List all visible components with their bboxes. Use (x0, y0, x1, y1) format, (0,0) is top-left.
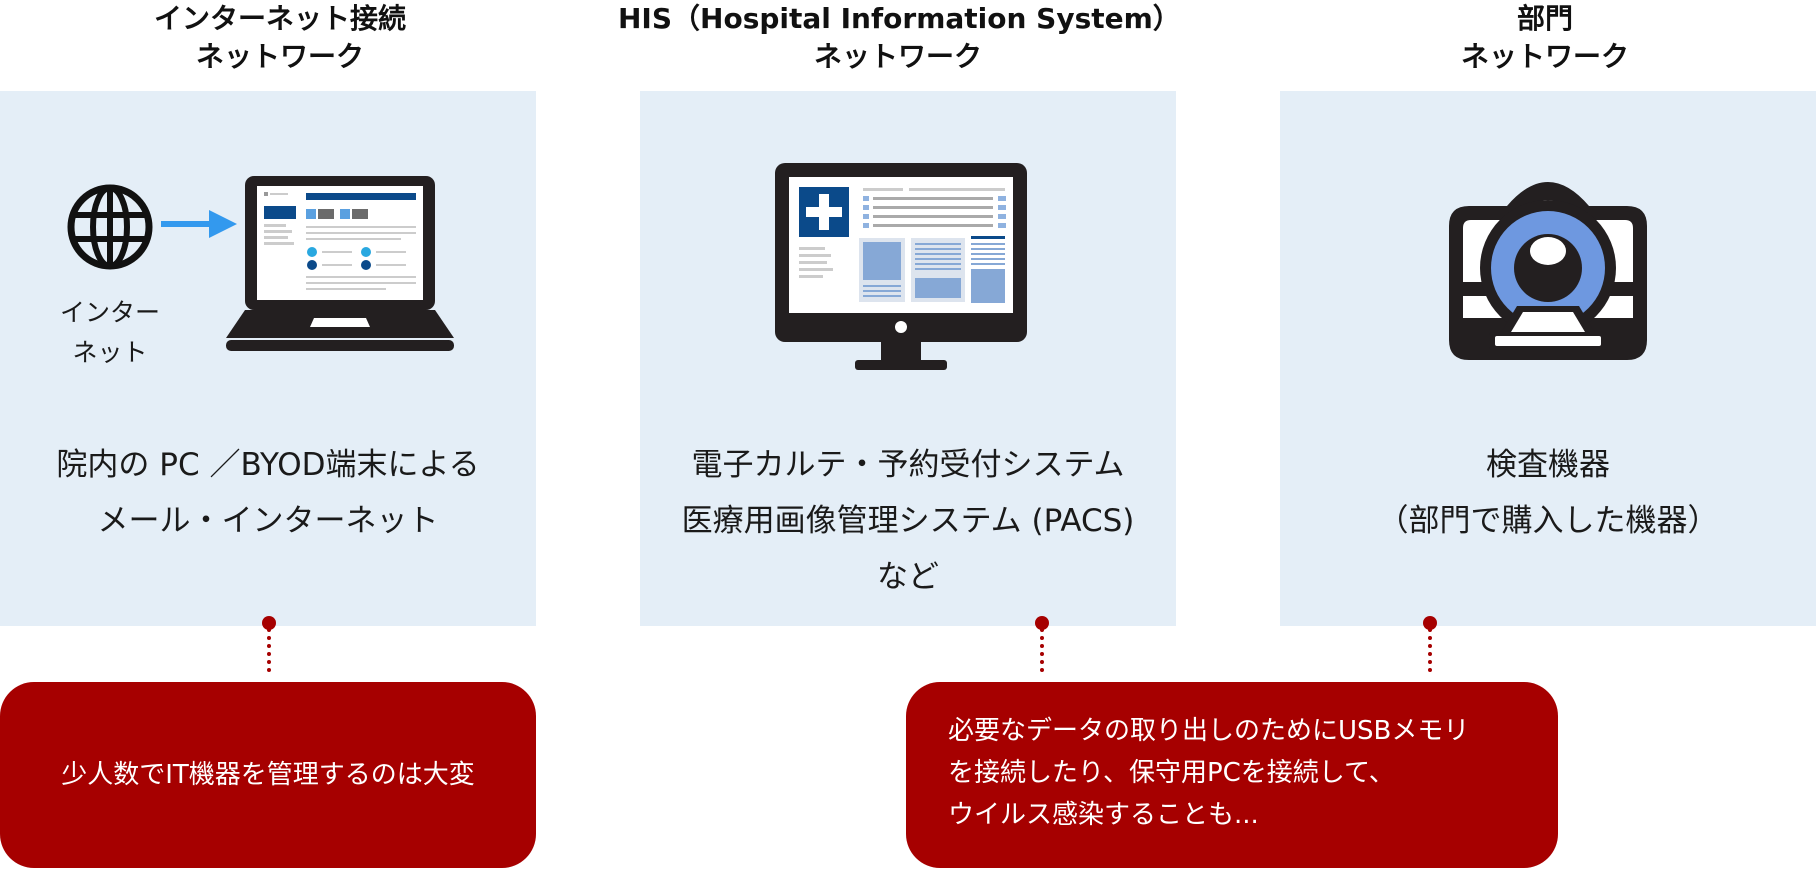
arrow-right-icon (161, 210, 237, 238)
panel-his-desc-line2: 医療用画像管理システム (PACS) (681, 503, 1135, 539)
callout-internet-line1: 少人数でIT機器を管理するのは大変 (61, 760, 475, 790)
panel-his: 電子カルテ・予約受付システム 医療用画像管理システム (PACS) など (640, 91, 1176, 626)
callout-his-line1: 必要なデータの取り出しのためにUSBメモリ (948, 716, 1470, 746)
column-title-internet-line2: ネットワーク (195, 40, 364, 73)
panel-internet: インター ネット 院内の PC ／BYOD端末によ (0, 91, 536, 626)
column-title-department-line1: 部門 (1516, 2, 1573, 35)
globe-icon (67, 184, 153, 270)
callout-his-line3: ウイルス感染することも... (948, 800, 1259, 830)
connector-line (1428, 628, 1432, 672)
internet-label: インター ネット (30, 293, 190, 373)
panel-internet-desc-line2: メール・インターネット (97, 503, 439, 539)
column-title-his: HIS（Hospital Information System） ネットワーク (618, 0, 1181, 76)
panel-internet-desc-line1: 院内の PC ／BYOD端末による (56, 447, 480, 483)
column-title-his-line2: ネットワーク (813, 40, 982, 73)
connector-line (1040, 628, 1044, 672)
panel-his-desc-line3: など (877, 559, 939, 595)
internet-label-line2: ネット (72, 338, 148, 367)
panel-department-desc-line2: （部門で購入した機器） (1377, 503, 1719, 539)
column-title-his-line1: HIS（Hospital Information System） (618, 2, 1181, 35)
callout-internet-text: 少人数でIT機器を管理するのは大変 (0, 754, 536, 796)
laptop-icon (226, 176, 454, 351)
panel-his-description: 電子カルテ・予約受付システム 医療用画像管理システム (PACS) など (640, 437, 1176, 605)
callout-his-department: 必要なデータの取り出しのためにUSBメモリ を接続したり、保守用PCを接続して、… (906, 682, 1558, 868)
panel-department-description: 検査機器 （部門で購入した機器） (1280, 437, 1816, 549)
monitor-icon (775, 163, 1027, 370)
column-title-department: 部門 ネットワーク (1265, 0, 1816, 76)
callout-internet: 少人数でIT機器を管理するのは大変 (0, 682, 536, 868)
connector-dot (262, 616, 276, 630)
ct-scanner-icon (1449, 182, 1647, 360)
internet-label-line1: インター (59, 298, 160, 327)
callout-his-department-text: 必要なデータの取り出しのためにUSBメモリ を接続したり、保守用PCを接続して、… (948, 710, 1469, 836)
panel-department: 検査機器 （部門で購入した機器） (1280, 91, 1816, 626)
panel-his-desc-line1: 電子カルテ・予約受付システム (691, 447, 1125, 483)
column-title-internet-line1: インターネット接続 (153, 2, 406, 35)
connector-line (267, 628, 271, 672)
callout-his-line2: を接続したり、保守用PCを接続して、 (948, 758, 1395, 788)
column-title-department-line2: ネットワーク (1460, 40, 1629, 73)
panel-department-desc-line1: 検査機器 (1486, 447, 1610, 483)
panel-internet-description: 院内の PC ／BYOD端末による メール・インターネット (0, 437, 536, 549)
connector-dot (1035, 616, 1049, 630)
connector-dot (1423, 616, 1437, 630)
column-title-internet: インターネット接続 ネットワーク (0, 0, 560, 76)
